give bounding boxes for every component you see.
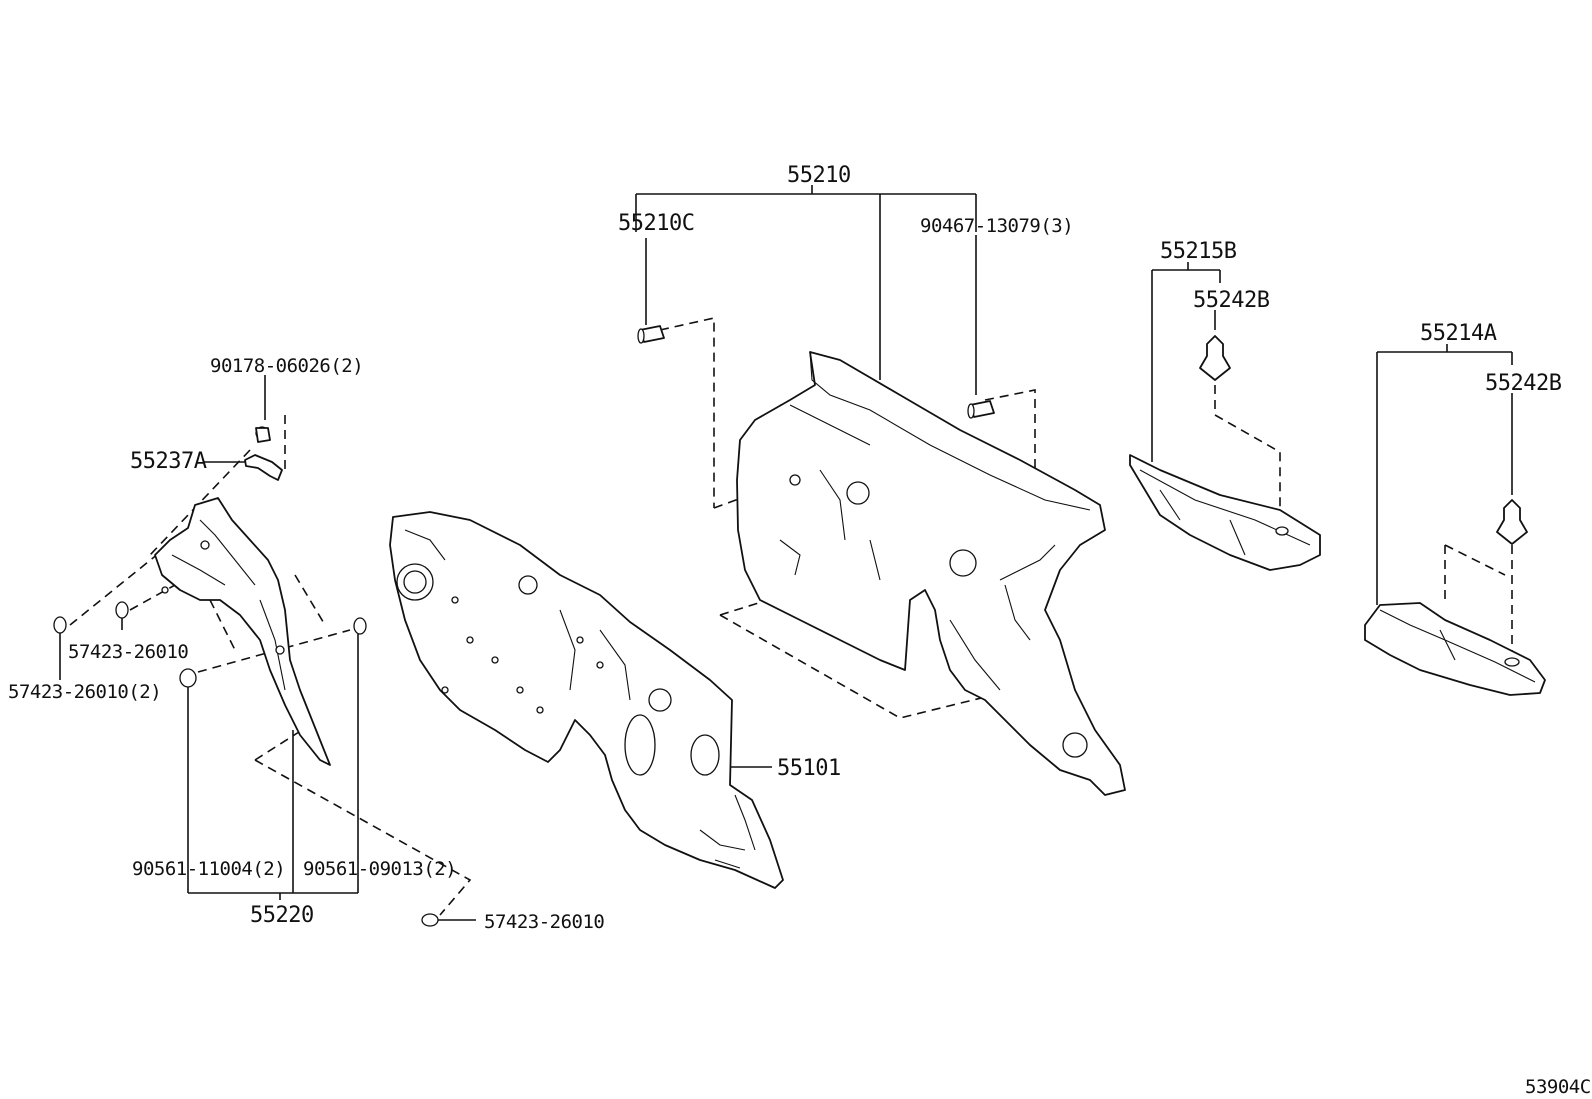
fasteners-left xyxy=(53,601,439,927)
label-90561-09013: 90561-09013(2) xyxy=(303,858,456,880)
clips xyxy=(637,325,995,419)
panel-55210 xyxy=(736,351,1126,796)
bracket-55237a xyxy=(244,426,283,481)
label-55237a: 55237A xyxy=(130,449,207,474)
label-90178-06026: 90178-06026(2) xyxy=(210,355,363,377)
part-labels: 55210 55210C 90467-13079(3) 55215B 55242… xyxy=(8,163,1591,1098)
diagram-reference-number: 53904C xyxy=(1525,1076,1591,1098)
label-57423-26010-b: 57423-26010(2) xyxy=(8,681,161,703)
label-57423-26010-c: 57423-26010 xyxy=(484,911,604,933)
label-90467-13079: 90467-13079(3) xyxy=(920,215,1073,237)
label-55210c: 55210C xyxy=(618,211,694,236)
label-55242b-upper: 55242B xyxy=(1193,288,1270,313)
silencer-55215b xyxy=(1129,454,1321,571)
label-55214a: 55214A xyxy=(1420,321,1497,346)
silencer-55214a xyxy=(1364,602,1546,696)
leader-lines xyxy=(59,185,1513,921)
label-55215b: 55215B xyxy=(1160,239,1237,264)
label-55220: 55220 xyxy=(250,903,314,928)
label-55242b-lower: 55242B xyxy=(1485,371,1562,396)
insulator-55220 xyxy=(154,497,331,766)
label-90561-11004: 90561-11004(2) xyxy=(132,858,285,880)
push-clips-55242b xyxy=(1199,335,1528,545)
label-57423-26010-a: 57423-26010 xyxy=(68,641,188,663)
label-55210: 55210 xyxy=(787,163,851,188)
panel-55101 xyxy=(389,511,784,889)
label-55101: 55101 xyxy=(777,756,841,781)
